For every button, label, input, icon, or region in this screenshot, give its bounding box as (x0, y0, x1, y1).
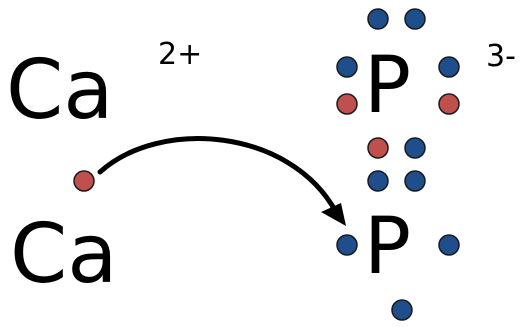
electron-blue (404, 170, 426, 192)
electron-blue (367, 170, 389, 192)
phosphide-charge: 3- (486, 39, 516, 74)
electron-blue (367, 8, 389, 30)
electron-blue (391, 299, 413, 321)
calcium-symbol-top: Ca (6, 43, 114, 138)
phosphorus-symbol-bottom: P (364, 202, 411, 292)
electron-red (438, 93, 460, 115)
electron-red (367, 137, 389, 159)
calcium-symbol-bottom: Ca (10, 207, 118, 302)
electron-blue (404, 8, 426, 30)
electron-blue (404, 137, 426, 159)
electron-red (336, 93, 358, 115)
electron-transfer-arrow (97, 136, 346, 226)
electron-blue (438, 234, 460, 256)
electron-blue (336, 234, 358, 256)
electron-blue (336, 56, 358, 78)
electron-blue (438, 56, 460, 78)
calcium-charge: 2+ (158, 37, 202, 72)
electron-red (73, 170, 95, 192)
phosphorus-symbol-top: P (364, 41, 411, 131)
valence-electrons (73, 8, 460, 321)
